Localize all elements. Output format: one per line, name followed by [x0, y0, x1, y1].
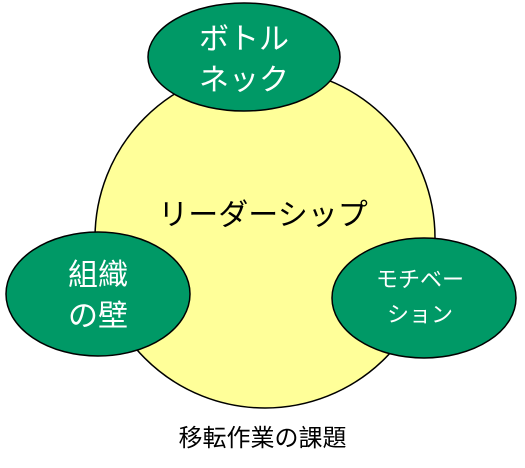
organization-wall-bubble: [5, 231, 191, 357]
organization-wall-label-line1: 組織: [68, 258, 128, 293]
diagram-caption: 移転作業の課題: [178, 424, 347, 452]
bottleneck-label-line2: ネック: [199, 63, 289, 98]
center-label: リーダーシップ: [158, 198, 367, 233]
motivation-label-line1: モチベー: [376, 268, 464, 293]
bottleneck-label-line1: ボトル: [199, 22, 289, 57]
motivation-label-line2: ション: [387, 303, 453, 328]
motivation-bubble: [331, 237, 517, 359]
leadership-circle: [94, 67, 436, 409]
organization-wall-label-line2: の壁: [68, 299, 128, 334]
bottleneck-bubble: [147, 2, 341, 112]
